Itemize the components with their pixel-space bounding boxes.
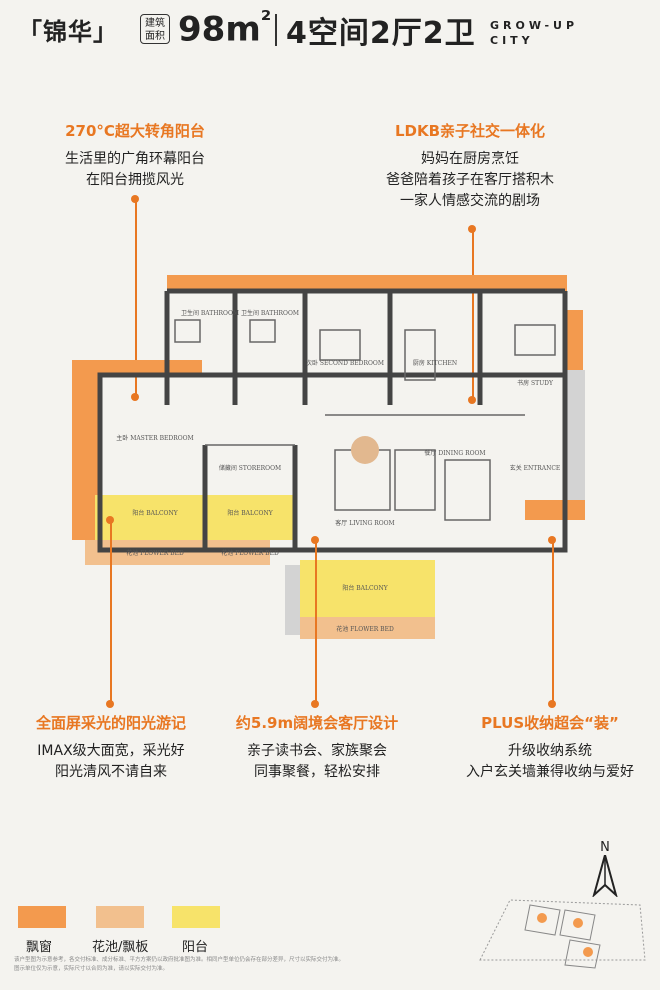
area-unit: ² xyxy=(260,6,272,34)
site-unit-marker xyxy=(583,947,593,957)
header-divider xyxy=(275,14,277,46)
feature-line: 同事聚餐，轻松安排 xyxy=(254,764,380,780)
feature-body: 亲子读书会、家族聚会 同事聚餐，轻松安排 xyxy=(222,741,412,783)
feature-title: PLUS收纳超会“装” xyxy=(481,714,619,732)
bay-window-entrance xyxy=(525,500,585,520)
floor-plan: 卫生间 BATHROOM 卫生间 BATHROOM 次卧 SECOND BEDR… xyxy=(72,275,585,639)
feature-body: 升级收纳系统 入户玄关墙兼得收纳与爱好 xyxy=(440,741,660,783)
layout-title: 4空间2厅2卫 xyxy=(286,16,476,51)
room-label-balcony2: 阳台 BALCONY xyxy=(227,509,273,517)
area-badge-line2: 面积 xyxy=(145,31,165,42)
feature-line: 升级收纳系统 xyxy=(508,743,592,759)
callout-dot xyxy=(548,536,556,544)
callout-line xyxy=(110,520,112,705)
brand-logo: GROW-UP CITY xyxy=(490,18,578,48)
callout-line xyxy=(135,202,137,397)
feature-line: 爸爸陪着孩子在客厅搭积木 xyxy=(386,172,554,188)
room-label-bathroom1: 卫生间 BATHROOM xyxy=(181,309,239,317)
site-unit-marker xyxy=(537,913,547,923)
feature-title: 270°C超大转角阳台 xyxy=(65,122,205,140)
callout-dot xyxy=(311,700,319,708)
area-badge: 建筑 面积 xyxy=(140,14,170,44)
feature-line: 一家人情感交流的剧场 xyxy=(400,193,540,209)
legend-item-bay-window: 飘窗 xyxy=(18,906,66,955)
area-badge-line1: 建筑 xyxy=(145,18,165,29)
legend-item-flower-bed: 花池/飘板 xyxy=(92,906,148,955)
bay-window-top xyxy=(167,275,567,291)
area-value: 98m² xyxy=(178,6,271,49)
callout-dot xyxy=(468,396,476,404)
feature-storage: PLUS收纳超会“装” 升级收纳系统 入户玄关墙兼得收纳与爱好 xyxy=(440,712,660,783)
feature-line: 阳光清风不请自来 xyxy=(55,764,167,780)
legend-swatch xyxy=(172,906,220,928)
callout-dot xyxy=(131,393,139,401)
callout-dot xyxy=(468,225,476,233)
feature-body: IMAX级大面宽，采光好 阳光清风不请自来 xyxy=(6,741,216,783)
legend-item-balcony: 阳台 xyxy=(172,906,220,955)
room-label-flower-bed3: 花池 FLOWER BED xyxy=(336,625,394,633)
feature-body: 生活里的广角环幕阳台 在阳台拥揽风光 xyxy=(20,149,250,191)
callout-dot xyxy=(106,516,114,524)
feature-sunlight: 全面屏采光的阳光游记 IMAX级大面宽，采光好 阳光清风不请自来 xyxy=(6,712,216,783)
balcony-2 xyxy=(205,495,295,540)
feature-living-room: 约5.9m阔境会客厅设计 亲子读书会、家族聚会 同事聚餐，轻松安排 xyxy=(222,712,412,783)
feature-title: 全面屏采光的阳光游记 xyxy=(35,714,186,732)
site-map xyxy=(479,899,646,969)
callout-dot xyxy=(548,700,556,708)
feature-line: 在阳台拥揽风光 xyxy=(86,172,184,188)
bay-window-upper-left xyxy=(102,360,202,376)
feature-title: 约5.9m阔境会客厅设计 xyxy=(235,714,399,732)
room-label-study: 书房 STUDY xyxy=(517,379,554,387)
room-label-master-bedroom: 主卧 MASTER BEDROOM xyxy=(116,434,193,442)
feature-body: 妈妈在厨房烹饪 爸爸陪着孩子在客厅搭积木 一家人情感交流的剧场 xyxy=(350,149,590,212)
room-label-kitchen: 厨房 KITCHEN xyxy=(413,359,457,367)
flower-bed-2 xyxy=(300,617,435,639)
room-label-second-bedroom: 次卧 SECOND BEDROOM xyxy=(306,359,384,367)
room-label-flower-bed2: 花池 FLOWER BED xyxy=(221,549,279,557)
feature-title: LDKB亲子社交一体化 xyxy=(394,122,546,140)
feature-line: 亲子读书会、家族聚会 xyxy=(247,743,387,759)
brand-line2: CITY xyxy=(490,34,534,47)
north-arrow-icon xyxy=(592,851,618,899)
project-name: 「锦华」 xyxy=(18,18,118,46)
callout-dot xyxy=(131,195,139,203)
bay-window-study xyxy=(565,310,583,370)
room-label-balcony3: 阳台 BALCONY xyxy=(342,584,388,592)
compass-north-label: N xyxy=(600,840,610,855)
legend-swatch xyxy=(18,906,66,928)
callout-dot xyxy=(311,536,319,544)
feature-line: 入户玄关墙兼得收纳与爱好 xyxy=(466,764,634,780)
room-label-bathroom2: 卫生间 BATHROOM xyxy=(241,309,299,317)
room-label-balcony1: 阳台 BALCONY xyxy=(132,509,178,517)
room-label-storeroom: 储藏间 STOREROOM xyxy=(219,464,281,472)
room-label-living: 客厅 LIVING ROOM xyxy=(335,519,394,527)
area-number: 98m xyxy=(178,9,261,50)
callout-dot xyxy=(106,700,114,708)
disclaimer: 该户型图为示意参考，各交付标准、成分标准、平方方案仍以政府批准图为准。相同户型单… xyxy=(14,957,345,972)
compass: N xyxy=(590,840,620,901)
callout-line xyxy=(472,230,474,400)
room-label-flower-bed1: 花池 FLOWER BED xyxy=(126,549,184,557)
site-unit-marker xyxy=(573,918,583,928)
feature-line: 妈妈在厨房烹饪 xyxy=(421,151,519,167)
brand-line1: GROW-UP xyxy=(490,19,579,32)
balcony-1 xyxy=(95,495,215,540)
legend-label: 阳台 xyxy=(182,940,209,955)
feature-ldkb: LDKB亲子社交一体化 妈妈在厨房烹饪 爸爸陪着孩子在客厅搭积木 一家人情感交流… xyxy=(350,120,590,212)
legend-swatch xyxy=(96,906,144,928)
balcony-3 xyxy=(300,560,435,617)
room-label-entrance: 玄关 ENTRANCE xyxy=(510,464,561,472)
callout-line xyxy=(552,540,554,705)
feature-balcony-corner: 270°C超大转角阳台 生活里的广角环幕阳台 在阳台拥揽风光 xyxy=(20,120,250,191)
legend-label: 飘窗 xyxy=(26,940,53,955)
legend-label: 花池/飘板 xyxy=(92,940,149,955)
feature-line: 生活里的广角环幕阳台 xyxy=(65,151,205,167)
callout-line xyxy=(315,540,317,705)
feature-line: IMAX级大面宽，采光好 xyxy=(37,743,185,759)
room-label-dining: 餐厅 DINING ROOM xyxy=(424,449,485,457)
